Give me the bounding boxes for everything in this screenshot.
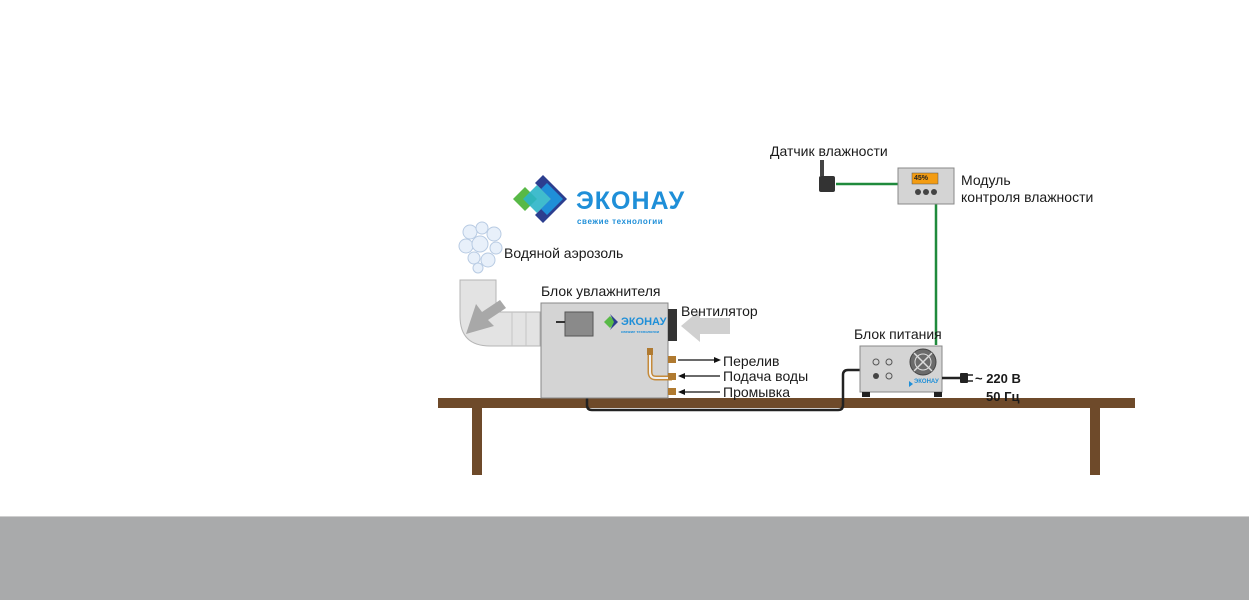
brand-name: ЭКОНАУ — [576, 187, 686, 215]
power-plug-icon — [942, 373, 973, 383]
aerosol-cloud-icon — [458, 221, 503, 274]
humidity-display: 45% — [914, 175, 929, 182]
humidifier-unit — [540, 302, 676, 399]
fan — [668, 309, 730, 342]
overflow-label: Перелив — [723, 353, 780, 369]
humidifier-brand-tagline: свежие технологии — [621, 329, 660, 334]
control-module — [897, 167, 955, 205]
brand-logo-icon — [513, 175, 567, 223]
humidifier-logo-icon — [604, 314, 618, 330]
fan-grille-icon — [909, 348, 937, 376]
humidifier-unit-label: Блок увлажнителя — [541, 283, 661, 299]
power-unit-brand-name: ЭКОНАУ — [914, 379, 939, 385]
brand-tagline: свежие технологии — [577, 217, 664, 226]
power-unit — [859, 345, 943, 397]
overflow-arrow — [678, 357, 721, 363]
fan-label: Вентилятор — [681, 303, 758, 319]
humidity-sensor-label: Датчик влажности — [770, 143, 888, 159]
humidifier-brand-name: ЭКОНАУ — [621, 316, 667, 328]
water-supply-label: Подача воды — [723, 368, 809, 384]
control-module-label-line1: Модуль — [961, 172, 1011, 188]
flushing-arrow — [678, 389, 720, 395]
floor — [0, 516, 1249, 600]
flushing-label: Промывка — [723, 384, 790, 400]
water-supply-arrow — [678, 373, 720, 379]
air-duct — [459, 279, 541, 347]
water-aerosol-label: Водяной аэрозоль — [504, 245, 624, 261]
table — [438, 398, 1135, 475]
power-cable — [585, 336, 860, 412]
power-unit-label: Блок питания — [854, 326, 942, 342]
voltage-label: ~ 220 В — [975, 371, 1021, 386]
humidity-sensor — [819, 160, 835, 192]
frequency-label: 50 Гц — [986, 389, 1020, 404]
signal-cable — [836, 182, 938, 345]
control-module-label-line2: контроля влажности — [961, 189, 1094, 205]
